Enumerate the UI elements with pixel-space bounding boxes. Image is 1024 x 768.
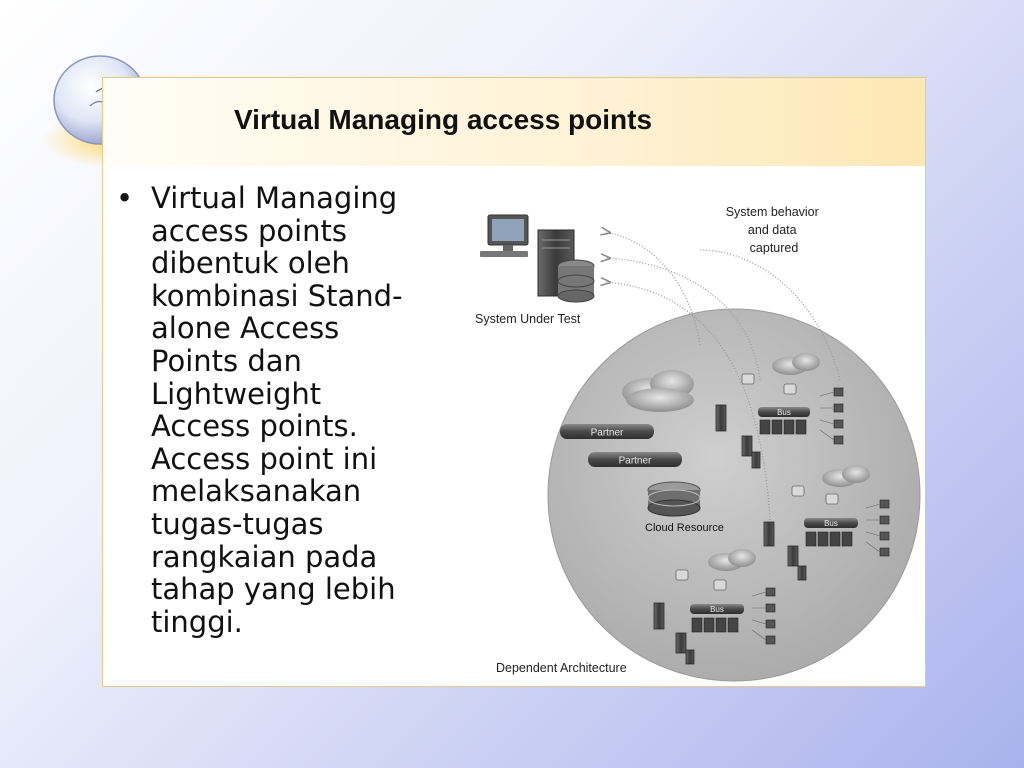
bullet-line: kombinasi Stand- bbox=[151, 278, 403, 313]
bus-group: Bus bbox=[758, 407, 810, 435]
server-icons bbox=[653, 404, 807, 665]
bullet-line: tinggi. bbox=[151, 604, 243, 639]
access-point-icons bbox=[675, 373, 839, 591]
bullet-line: Lightweight bbox=[151, 376, 322, 411]
partner-bar: Partner bbox=[588, 452, 682, 467]
title-bar: Virtual Managing access points bbox=[103, 78, 925, 166]
bus-group: Bus bbox=[690, 604, 744, 633]
architecture-diagram: System Under Test System behavior and da… bbox=[475, 205, 921, 682]
cloud-icon bbox=[708, 549, 756, 571]
svg-text:Partner: Partner bbox=[591, 428, 624, 439]
bullet-line: Access point ini bbox=[151, 441, 378, 476]
bullet-line: tugas-tugas bbox=[151, 506, 324, 541]
system-under-test-label: System Under Test bbox=[475, 312, 581, 326]
system-under-test bbox=[480, 214, 595, 303]
bullet-line: access points bbox=[151, 213, 348, 248]
cloud-icon bbox=[622, 370, 694, 412]
partner-bar: Partner bbox=[560, 424, 654, 439]
bus-group: Bus bbox=[804, 518, 858, 547]
bullet-line: Virtual Managing bbox=[151, 181, 398, 215]
bullet-line: tahap yang lebih bbox=[151, 572, 396, 607]
svg-text:Partner: Partner bbox=[619, 456, 652, 467]
dependent-architecture-label: Dependent Architecture bbox=[496, 661, 627, 675]
svg-text:Bus: Bus bbox=[824, 519, 838, 528]
svg-text:Bus: Bus bbox=[777, 408, 791, 417]
client-links bbox=[751, 391, 881, 641]
cloud-icon bbox=[772, 353, 820, 375]
bullet-dot-icon: • bbox=[116, 181, 134, 215]
client-device-icons bbox=[765, 387, 890, 645]
cloud-resource-label: Cloud Resource bbox=[645, 522, 724, 534]
bullet-line: dibentuk oleh bbox=[151, 246, 350, 281]
captured-label: System behavior and data captured bbox=[726, 205, 823, 255]
svg-text:Bus: Bus bbox=[710, 605, 724, 614]
bullet-line: melaksanakan bbox=[151, 474, 362, 509]
bullet-line: alone Access bbox=[151, 311, 340, 346]
bullet-line: Access points. bbox=[151, 409, 358, 444]
slide-title: Virtual Managing access points bbox=[234, 104, 653, 135]
capture-arrows bbox=[606, 232, 841, 521]
bullet-line: rangkaian pada bbox=[151, 539, 378, 574]
cloud-resource-icon bbox=[647, 481, 701, 517]
cloud-icon bbox=[822, 465, 870, 487]
bullet-line: Points dan bbox=[151, 343, 302, 378]
